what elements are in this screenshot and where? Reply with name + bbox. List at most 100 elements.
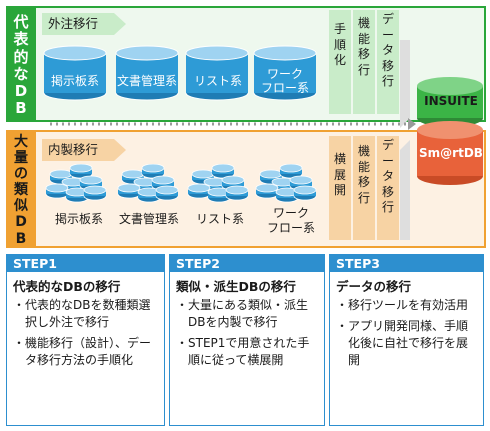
mini-cylinder-top bbox=[221, 175, 245, 185]
bottom-side-label-char: 大 bbox=[14, 134, 28, 150]
bottom-col-rollout: 横展開 bbox=[329, 152, 351, 199]
bottom-db-cluster-3 bbox=[255, 164, 317, 203]
top-col-box-3 bbox=[377, 10, 399, 114]
top-side-label-char: 表 bbox=[13, 30, 29, 49]
top-col-1-char: 行 bbox=[357, 62, 370, 77]
top-col-2-char: デ bbox=[381, 12, 394, 26]
top-side-label-char: 的 bbox=[13, 47, 29, 66]
bottom-item-bulletin: 掲示板系 bbox=[54, 212, 103, 226]
top-side-label-char: 代 bbox=[13, 13, 29, 31]
bottom-side-label-char: B bbox=[15, 230, 27, 247]
step2-item-2: ・STEP1で用意された手順に従って横展開 bbox=[176, 336, 310, 367]
bottom-col-data-migration: データ移行 bbox=[377, 138, 399, 216]
bottom-col-1-char: 機 bbox=[357, 144, 370, 158]
top-col-procedure: 手順化 bbox=[329, 22, 351, 69]
top-col-2-char: 移 bbox=[381, 58, 394, 73]
mini-cylinder-top bbox=[151, 175, 175, 185]
step1-item-2: ・機能移行（設計）、データ移行方法の手順化 bbox=[13, 336, 152, 367]
dotted-arrow-head bbox=[408, 118, 416, 130]
step2-item-1: ・大量にある類似・派生DBを内製で移行 bbox=[176, 298, 309, 329]
bottom-col-1-char: 能 bbox=[357, 159, 370, 174]
step3-item-1: ・移行ツールを有効活用 bbox=[336, 298, 469, 312]
mini-cylinder-top bbox=[45, 183, 69, 193]
top-side-label-char: B bbox=[15, 99, 27, 118]
bottom-col-2-char: デ bbox=[381, 138, 394, 152]
bottom-col-function-migration: 機能移行 bbox=[353, 144, 375, 206]
mini-cylinder-top bbox=[69, 164, 93, 173]
top-db-cylinder-2 bbox=[185, 45, 249, 101]
bottom-item-document: 文書管理系 bbox=[118, 212, 179, 226]
target-db-cylinder bbox=[417, 77, 483, 185]
step2-box: STEP2 類似・派生DBの移行 ・大量にある類似・派生DBを内製で移行 ・ST… bbox=[169, 254, 325, 426]
step1-item-1: ・代表的なDBを数種類選択し外注で移行 bbox=[13, 298, 151, 329]
top-item-bulletin: 掲示板系 bbox=[50, 74, 99, 88]
step3-item-2: ・アプリ開発同様、手順化後に自社で移行を展開 bbox=[336, 319, 469, 367]
bottom-db-cluster-2 bbox=[187, 164, 249, 203]
mini-cylinder-top bbox=[289, 175, 313, 185]
step1-title: 代表的なDBの移行 bbox=[13, 279, 121, 294]
step1-header: STEP1 bbox=[7, 255, 164, 272]
bottom-col-2-char: タ bbox=[381, 169, 394, 183]
bottom-side-label-char: 量 bbox=[14, 150, 28, 167]
top-col-2-char: タ bbox=[381, 43, 394, 57]
step2-header: STEP2 bbox=[170, 255, 324, 272]
bottom-col-box-1 bbox=[329, 136, 351, 240]
bottom-side-label-char: の bbox=[14, 166, 28, 183]
mini-cylinder-top bbox=[211, 164, 235, 173]
top-item-workflow: ワーク フロー系 bbox=[260, 67, 309, 95]
mini-cylinder-top bbox=[117, 183, 141, 193]
top-col-0-char: 順 bbox=[333, 37, 346, 52]
top-arrow-banner bbox=[42, 13, 126, 35]
bottom-item-list: リスト系 bbox=[195, 212, 244, 226]
mini-cylinder-top bbox=[293, 185, 317, 195]
top-col-0-char: 手 bbox=[333, 22, 346, 36]
bottom-col-box-2 bbox=[353, 136, 375, 240]
top-col-box-1 bbox=[329, 10, 351, 114]
bottom-item-workflow: ワーク フロー系 bbox=[266, 206, 315, 235]
top-group-side-bar bbox=[6, 6, 36, 122]
bottom-cylinder-clusters bbox=[45, 164, 317, 203]
bottom-side-label-char: D bbox=[15, 214, 27, 231]
target-insuite-label: INSUITE bbox=[424, 94, 478, 108]
bottom-arrow-label: 内製移行 bbox=[48, 142, 99, 157]
bottom-col-0-char: 展 bbox=[333, 167, 346, 182]
top-arrow-label: 外注移行 bbox=[48, 16, 99, 31]
step2-title: 類似・派生DBの移行 bbox=[176, 279, 296, 294]
top-side-label-char: な bbox=[13, 64, 29, 83]
top-col-1-char: 機 bbox=[357, 16, 370, 30]
bottom-col-0-char: 横 bbox=[333, 152, 346, 166]
step1-box: STEP1 代表的なDBの移行 ・代表的なDBを数種類選択し外注で移行 ・機能移… bbox=[6, 254, 165, 426]
top-db-cylinder-0 bbox=[43, 45, 107, 101]
migration-arrows bbox=[50, 40, 416, 240]
target-smartdb-label: Sm@rtDB bbox=[419, 146, 483, 160]
top-col-1-char: 能 bbox=[357, 31, 370, 46]
top-db-cylinder-3 bbox=[253, 45, 317, 101]
top-item-list: リスト系 bbox=[193, 74, 242, 88]
bottom-col-box-3 bbox=[377, 136, 399, 240]
top-cylinders bbox=[43, 45, 317, 101]
top-item-document: 文書管理系 bbox=[116, 74, 177, 88]
mini-cylinder-top bbox=[279, 164, 303, 173]
step3-box: STEP3 データの移行 ・移行ツールを有効活用 ・アプリ開発同様、手順化後に自… bbox=[329, 254, 484, 426]
bottom-col-1-char: 行 bbox=[357, 190, 370, 205]
top-col-2-char: 行 bbox=[381, 74, 394, 88]
mini-cylinder-top bbox=[141, 164, 165, 173]
top-col-function-migration: 機能移行 bbox=[353, 16, 375, 78]
top-col-box-2 bbox=[353, 10, 375, 114]
step3-header: STEP3 bbox=[330, 255, 483, 272]
bottom-col-2-char: ー bbox=[381, 153, 394, 168]
bottom-group-side-bar bbox=[6, 130, 36, 248]
mini-cylinder-top bbox=[225, 185, 249, 195]
bottom-col-1-char: 移 bbox=[357, 175, 370, 189]
mini-cylinder-top bbox=[155, 185, 179, 195]
bottom-col-0-char: 開 bbox=[333, 183, 346, 197]
top-col-1-char: 移 bbox=[357, 47, 370, 61]
bottom-db-cluster-0 bbox=[45, 164, 107, 203]
step3-title: データの移行 bbox=[336, 279, 412, 294]
top-col-2-char: ー bbox=[381, 27, 394, 42]
bottom-side-label-char: 類 bbox=[14, 182, 28, 199]
mini-cylinder-top bbox=[255, 183, 279, 193]
bottom-col-2-char: 行 bbox=[381, 200, 394, 214]
